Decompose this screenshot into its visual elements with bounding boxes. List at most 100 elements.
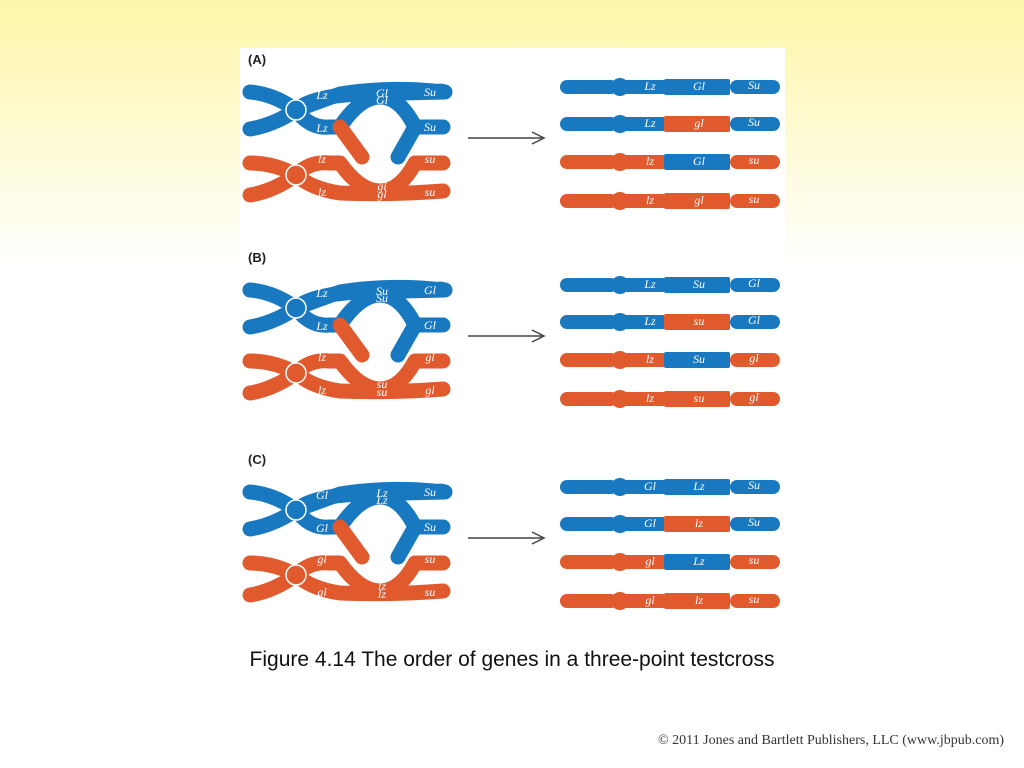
gene-label: gl	[317, 585, 327, 599]
chromatid-arm	[560, 194, 618, 208]
chromatid-segment	[730, 517, 780, 531]
chromatid-segment	[664, 314, 730, 330]
chromatid-segment	[626, 155, 664, 169]
gene-label: Lz	[643, 314, 656, 328]
chromatid-segment	[664, 154, 730, 170]
gene-label: Gl	[376, 93, 389, 107]
centromere	[611, 78, 629, 96]
gene-label: Lz	[375, 493, 388, 507]
chromatid-segment	[664, 352, 730, 368]
chromatid-segment	[664, 79, 730, 95]
copyright-notice: © 2011 Jones and Bartlett Publishers, LL…	[658, 733, 1004, 748]
gene-label: Su	[748, 78, 760, 92]
chromatid-segment	[626, 480, 664, 494]
gene-label: su	[694, 391, 705, 405]
gene-label: Gl	[316, 521, 329, 535]
centromere	[611, 592, 629, 610]
gene-label: su	[749, 192, 760, 206]
crossover-segment	[332, 317, 370, 363]
chromatid-segment	[664, 593, 730, 609]
centromere	[285, 362, 307, 384]
gene-label: Lz	[315, 88, 328, 102]
chromatid-segment	[664, 516, 730, 532]
gene-label: Gl	[424, 318, 437, 332]
gene-label: Su	[376, 284, 388, 298]
gene-label: Lz	[692, 479, 705, 493]
gene-label: gl	[645, 593, 655, 607]
gene-label: Gl	[644, 516, 657, 530]
chromatid-segment	[730, 278, 780, 292]
chromatid-dominant	[288, 279, 451, 316]
chromatid-arm	[560, 80, 618, 94]
chromatid-segment	[626, 594, 664, 608]
centromere	[611, 313, 629, 331]
gene-label: gl	[645, 554, 655, 568]
chromatid-segment	[664, 391, 730, 407]
gene-label: lz	[378, 587, 386, 601]
chromatid-arm	[560, 315, 618, 329]
gene-label: su	[377, 377, 388, 391]
centromere	[611, 390, 629, 408]
gene-label: Su	[748, 478, 760, 492]
chromatid-segment	[730, 155, 780, 169]
gene-label: Su	[424, 120, 436, 134]
centromere	[285, 499, 307, 521]
gene-label: su	[425, 552, 436, 566]
chromatid-arm	[560, 517, 618, 531]
gene-label: gl	[377, 179, 387, 193]
chromatid-recessive	[288, 167, 451, 202]
gene-label: lz	[646, 193, 654, 207]
gene-label: gl	[425, 350, 435, 364]
chromatid-segment	[730, 555, 780, 569]
chromatid-dominant	[288, 81, 451, 118]
gene-label: gl	[749, 351, 759, 365]
chromatid-segment	[626, 194, 664, 208]
chromatid-segment	[626, 555, 664, 569]
chromatid-arm	[560, 278, 618, 292]
centromere	[611, 478, 629, 496]
gene-label: lz	[646, 154, 654, 168]
gene-label: gl	[694, 193, 704, 207]
gene-label: Gl	[644, 479, 657, 493]
chromatid-segment	[730, 353, 780, 367]
chromatid-arm	[560, 392, 618, 406]
gene-label: lz	[318, 350, 326, 364]
chromatid-segment	[730, 80, 780, 94]
figure-caption: Figure 4.14 The order of genes in a thre…	[249, 648, 775, 671]
gene-label: su	[425, 585, 436, 599]
gene-label: Su	[424, 85, 436, 99]
chromatid-arm	[560, 480, 618, 494]
chromatid-segment	[730, 392, 780, 406]
gene-label: Su	[376, 291, 388, 305]
gene-label: lz	[646, 352, 654, 366]
chromatid-crossover-dominant	[288, 287, 451, 333]
gene-label: gl	[317, 552, 327, 566]
chromatid-segment	[626, 392, 664, 406]
centromere	[611, 115, 629, 133]
chromatid-arm	[560, 555, 618, 569]
centromere	[285, 99, 307, 121]
chromatid-segment	[730, 315, 780, 329]
centromere	[285, 164, 307, 186]
gene-label: su	[694, 314, 705, 328]
gene-label: Gl	[693, 154, 706, 168]
chromatid-recessive	[288, 567, 451, 602]
gene-label: gl	[425, 383, 435, 397]
chromatid-crossover-recessive	[288, 555, 451, 599]
chromatid-segment	[626, 80, 664, 94]
crossover-segment	[332, 519, 370, 565]
centromere	[611, 192, 629, 210]
gene-label: Gl	[316, 488, 329, 502]
chromatid-segment	[730, 117, 780, 131]
chromatid-segment	[730, 194, 780, 208]
product-chromatid: Gl Lz Su	[560, 478, 780, 496]
